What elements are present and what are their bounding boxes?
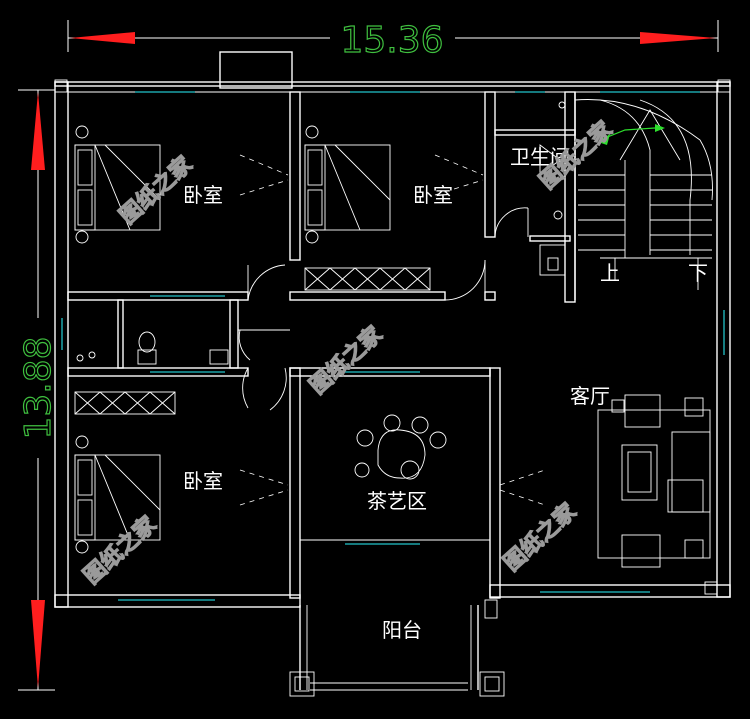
toilet-left [137,331,157,365]
bed-bottom-left [74,435,161,554]
wardrobe-top-mid [304,267,431,291]
dim-arrow-left [70,32,135,44]
stairs-up-label: 上 [600,261,620,285]
watermark: 图纸之家 [79,511,163,590]
doors [238,207,529,411]
room-label-bedroom-top-left: 卧室 [183,183,223,207]
height-dimension-label: 13.88 [18,336,59,439]
staircase: 上 下 [574,99,713,290]
dimension-horizontal: 15.36 [67,19,719,62]
stairs-down-label: 下 [688,261,708,285]
room-label-tea-area: 茶艺区 [367,489,427,513]
room-label-living-room: 客厅 [570,384,610,408]
sink-left [76,349,229,365]
balcony [289,599,505,697]
width-dimension-label: 15.36 [340,20,443,61]
room-label-bedroom-top-mid: 卧室 [413,183,453,207]
bed-top-mid [304,125,391,244]
stair-arrow-left [598,134,610,145]
dim-arrow-bottom [31,600,45,688]
dimension-vertical: 13.88 [17,89,60,691]
bathroom-fixtures [539,101,566,276]
windows [61,91,725,601]
living-room-set [597,394,711,568]
stair-arrow-right [655,124,665,132]
exterior-walls [54,51,731,608]
room-label-bedroom-bottom-left: 卧室 [183,469,223,493]
corner-markers [54,79,731,595]
watermarks: 图纸之家 图纸之家 图纸之家 图纸之家 图纸之家 [78,115,619,590]
watermark: 图纸之家 [305,321,389,400]
interior-walls [67,91,576,599]
dashed-guides [239,154,546,506]
dim-arrow-right [640,32,716,44]
tea-table-set [354,414,447,480]
room-label-balcony: 阳台 [382,618,422,642]
bed-top-left [74,125,161,244]
room-label-bathroom: 卫生间 [510,145,570,169]
wardrobe-bottom-left [74,391,176,415]
dim-arrow-top [31,92,45,170]
watermark: 图纸之家 [499,498,583,577]
